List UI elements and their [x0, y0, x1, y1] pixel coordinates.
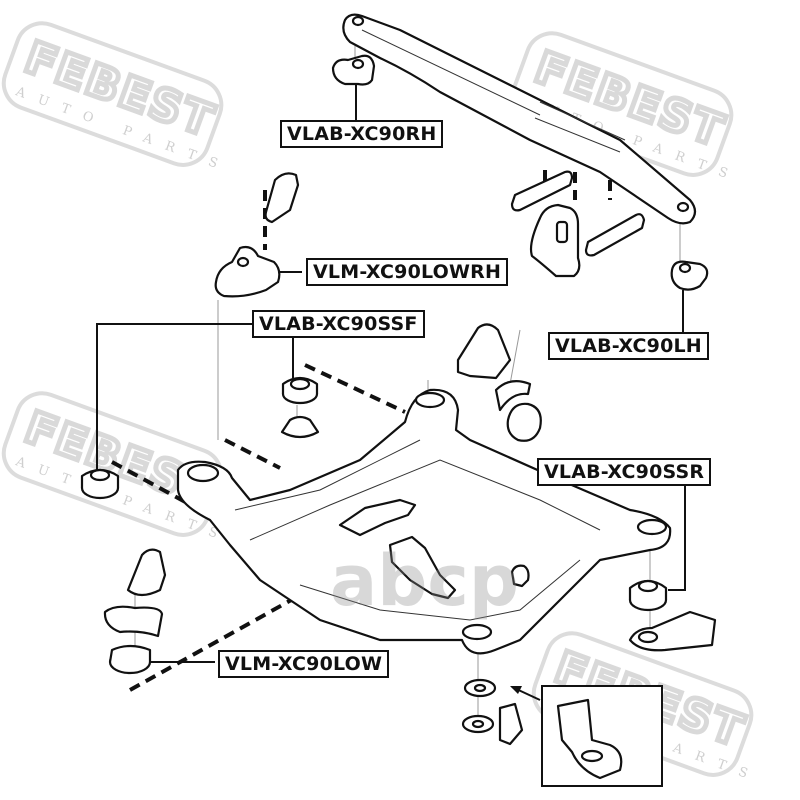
callout-vlab-xc90lh[interactable]: VLAB-XC90LH: [548, 332, 709, 360]
bushing-vlab-xc90ssf: [280, 376, 320, 439]
leader-lines: [96, 85, 686, 663]
center-components: [338, 498, 530, 600]
mount-vlm-xc90lowrh: [214, 172, 300, 298]
callout-vlab-xc90ssf[interactable]: VLAB-XC90SSF: [252, 310, 425, 338]
mount-vlab-xc90rh: [331, 54, 376, 86]
dashed-line: [304, 363, 406, 414]
callout-vlm-xc90low[interactable]: VLM-XC90LOW: [218, 650, 390, 678]
dashed-line: [224, 438, 281, 470]
mount-vlab-xc90lh: [670, 260, 709, 291]
front-subframe: [176, 388, 672, 655]
callout-vlab-xc90ssr[interactable]: VLAB-XC90SSR: [537, 458, 712, 486]
mount-vlm-xc90low: [103, 548, 167, 675]
bracket-plates: [510, 170, 646, 257]
bushing-left: [80, 468, 120, 500]
crossmember-beam: [342, 13, 697, 225]
callout-vlm-xc90lowrh[interactable]: VLM-XC90LOWRH: [306, 258, 509, 286]
arrow-head: [510, 686, 522, 694]
bottom-washers: [461, 678, 524, 746]
bushing-vlab-xc90ssr: [628, 579, 717, 652]
engine-mount-center: [529, 203, 581, 278]
watermark-febest: FEBEST AUTO PARTS: [1, 21, 233, 176]
detail-inset: [510, 685, 663, 787]
callout-vlab-xc90rh[interactable]: VLAB-XC90RH: [280, 120, 444, 148]
watermark-abcp: abcp: [330, 540, 519, 622]
engine-bracket-right: [456, 323, 542, 442]
